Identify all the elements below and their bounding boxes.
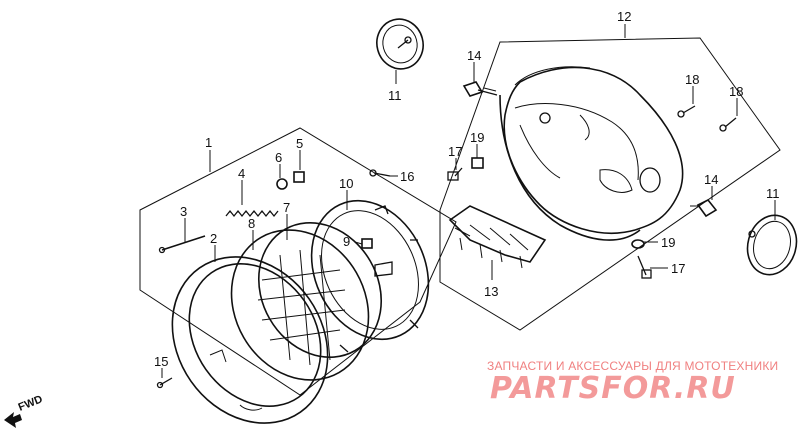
nut-6 bbox=[276, 178, 288, 190]
callout-19-top: 19 bbox=[470, 130, 484, 145]
group-frame-right bbox=[439, 37, 781, 331]
callout-2: 2 bbox=[210, 231, 217, 246]
lens-8 bbox=[230, 229, 370, 381]
callout-9: 9 bbox=[343, 234, 350, 249]
callout-16: 16 bbox=[400, 169, 414, 184]
callout-8: 8 bbox=[248, 216, 255, 231]
callout-12: 12 bbox=[617, 9, 631, 24]
callout-15: 15 bbox=[154, 354, 168, 369]
bolt-17-top bbox=[447, 167, 463, 181]
trim-ring-7 bbox=[257, 221, 383, 359]
mount-ring-10 bbox=[310, 199, 430, 353]
callout-14-right: 14 bbox=[704, 172, 718, 187]
nut-5 bbox=[293, 171, 305, 183]
bolt-14-right bbox=[690, 198, 718, 218]
rim-ring-2 bbox=[171, 256, 329, 424]
callout-1: 1 bbox=[205, 135, 212, 150]
bolt-17-right bbox=[637, 255, 652, 279]
group-frame-left bbox=[139, 127, 457, 396]
callout-17-top: 17 bbox=[448, 144, 462, 159]
cap-top bbox=[376, 18, 424, 84]
callout-10: 10 bbox=[339, 176, 353, 191]
screw-18-a bbox=[677, 105, 696, 118]
watermark-tagline: ЗАПЧАСТИ И АКСЕССУАРЫ ДЛЯ МОТОТЕХНИКИ bbox=[487, 359, 778, 373]
fwd-label: FWD bbox=[17, 393, 45, 414]
callout-7: 7 bbox=[283, 200, 290, 215]
clip-9 bbox=[361, 238, 373, 249]
nut-19-top bbox=[471, 157, 484, 169]
leader-9 bbox=[354, 241, 363, 245]
callout-11-right: 11 bbox=[766, 186, 780, 201]
callout-19-right: 19 bbox=[661, 235, 675, 250]
callout-18-b: 18 bbox=[729, 84, 743, 99]
cap-right bbox=[746, 200, 798, 276]
callout-11-top: 11 bbox=[388, 88, 402, 103]
callout-3: 3 bbox=[180, 204, 187, 219]
headlight-case bbox=[499, 66, 684, 241]
callout-14-top: 14 bbox=[467, 48, 481, 63]
callout-13: 13 bbox=[484, 284, 498, 299]
bolt-14-top bbox=[462, 81, 498, 97]
callout-5: 5 bbox=[296, 136, 303, 151]
watermark-brand: PARTSFOR.RU bbox=[490, 371, 736, 406]
callout-4: 4 bbox=[238, 166, 245, 181]
screw-3 bbox=[158, 235, 206, 254]
screw-16 bbox=[369, 169, 391, 177]
screw-18-b bbox=[719, 117, 737, 132]
callout-6: 6 bbox=[275, 150, 282, 165]
nut-19-right bbox=[631, 239, 645, 249]
fwd-arrow-icon bbox=[4, 412, 22, 428]
callout-17-right: 17 bbox=[671, 261, 685, 276]
spring-4 bbox=[225, 209, 279, 218]
callout-18-a: 18 bbox=[685, 72, 699, 87]
bracket-13 bbox=[448, 205, 547, 269]
screw-15 bbox=[156, 377, 173, 389]
